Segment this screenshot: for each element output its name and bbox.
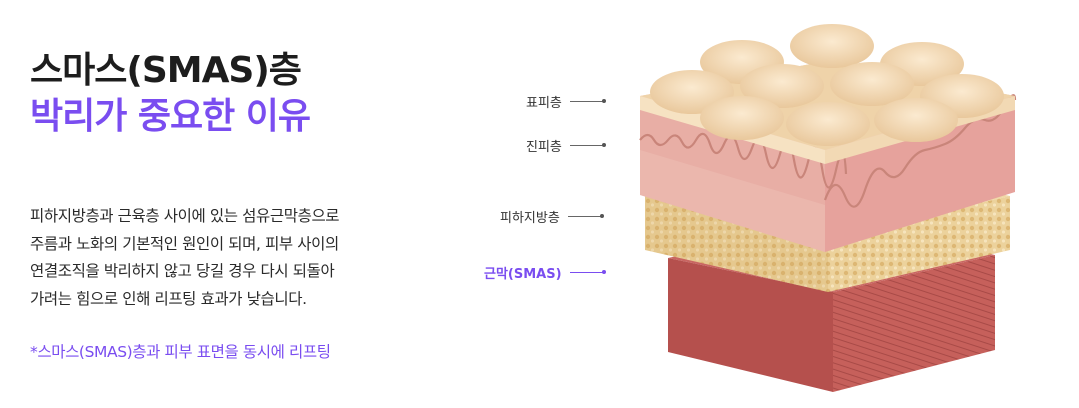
- label-subcutaneous-fat: 피하지방층: [500, 207, 604, 226]
- label-epidermis: 표피층: [526, 92, 606, 111]
- skin-layers-illustration: [639, 24, 1017, 392]
- leader-line: [569, 99, 606, 103]
- footnote: *스마스(SMAS)층과 피부 표면을 동시에 리프팅: [30, 343, 331, 361]
- epidermis-layer: [640, 24, 1015, 164]
- leader-line: [569, 143, 606, 147]
- page-title: 스마스(SMAS)층 박리가 중요한 이유: [30, 48, 311, 140]
- label-smas-text: 근막(SMAS): [484, 267, 562, 282]
- description-line: 연결조직을 박리하지 않고 당길 경우 다시 되돌아: [30, 262, 335, 280]
- description-line: 가려는 힘으로 인해 리프팅 효과가 낮습니다.: [30, 289, 307, 308]
- leader-line: [569, 270, 606, 274]
- title-line-1: 스마스(SMAS)층: [30, 50, 302, 91]
- label-epidermis-text: 표피층: [526, 96, 562, 111]
- label-fat-text: 피하지방층: [500, 211, 560, 226]
- leader-line: [567, 214, 604, 218]
- description-line: 피하지방층과 근육층 사이에 있는 섬유근막층으로: [30, 207, 340, 225]
- description-line: 주름과 노화의 기본적인 원인이 되며, 피부 사이의: [30, 234, 339, 253]
- description: 피하지방층과 근육층 사이에 있는 섬유근막층으로 주름과 노화의 기본적인 원…: [30, 203, 430, 313]
- skin-bumps: [650, 24, 1004, 146]
- title-line-2: 박리가 중요한 이유: [30, 96, 311, 137]
- label-dermis-text: 진피층: [526, 140, 562, 155]
- label-smas: 근막(SMAS): [484, 263, 606, 282]
- label-dermis: 진피층: [526, 136, 606, 155]
